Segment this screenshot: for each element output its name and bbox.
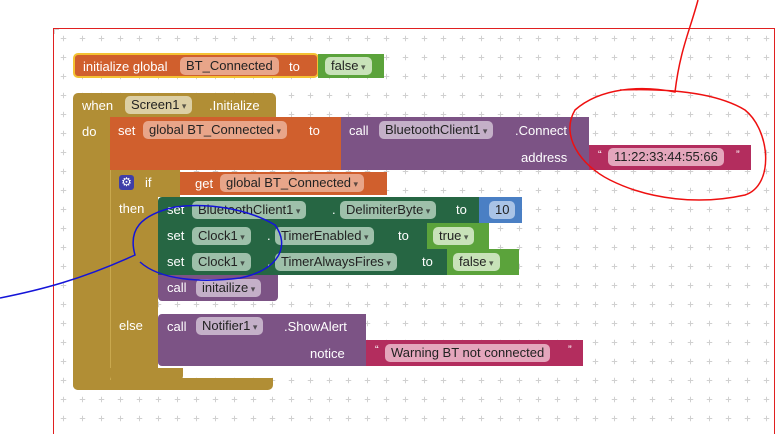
get-global-block[interactable]: get global BT_Connected [180,172,387,195]
set-label: set [167,254,185,269]
boolean-dropdown[interactable]: false [325,57,372,75]
property-dropdown[interactable]: DelimiterByte [340,201,437,219]
event-name: .Initialize [209,98,260,113]
number-field[interactable]: 10 [489,201,516,219]
if-label: if [145,175,152,190]
initialize-global-block[interactable]: initialize global BT_Connected to [73,53,319,78]
to-label: to [398,228,409,243]
screen-initialize-event[interactable]: when Screen1 .Initialize [73,93,276,118]
address-text-block[interactable]: “ 11:22:33:44:55:66 ” [589,145,751,170]
quote-open: “ [598,149,602,161]
false-block[interactable]: false [318,54,384,78]
red-circle-annotation [569,0,767,201]
notice-text-block[interactable]: “ Warning BT not connected ” [366,340,583,366]
true-block[interactable]: true [427,223,489,249]
notice-label: notice [310,346,345,361]
to-label: to [309,123,320,138]
event-do-column: do [73,117,110,390]
notifier-show-alert-call[interactable]: call Notifier1 .ShowAlert notice [158,314,366,366]
bt-component-dropdown[interactable]: BluetoothClient1 [379,121,494,139]
to-label: to [456,202,467,217]
set-timer-always-fires-block[interactable]: set Clock1 . TimerAlwaysFires to [158,249,448,275]
call-initialize-block[interactable]: call initailize [158,275,278,301]
get-label: get [195,176,214,191]
call-label: call [349,123,369,138]
address-text-field[interactable]: 11:22:33:44:55:66 [608,148,724,166]
set-label: set [167,228,185,243]
blue-circle-annotation [0,204,283,299]
quote-close: ” [736,149,740,161]
dot: . [332,202,336,217]
set-timer-enabled-block[interactable]: set Clock1 . TimerEnabled to [158,223,428,249]
call-label: call [167,319,187,334]
gear-icon[interactable]: ⚙ [119,175,134,190]
component-dropdown[interactable]: Screen1 [125,96,193,114]
global-var-dropdown[interactable]: global BT_Connected [143,121,288,139]
if-column: then else [110,196,158,380]
number-block[interactable]: 10 [479,197,522,223]
quote-open: “ [375,344,379,356]
if-bottom [110,368,183,380]
set-global-block[interactable]: set global BT_Connected to [110,117,342,170]
component-dropdown[interactable]: Clock1 [192,253,251,271]
var-name-field[interactable]: BT_Connected [180,57,279,75]
set-label: set [118,123,136,138]
procedure-dropdown[interactable]: initailize [196,279,262,297]
to-label: to [289,59,300,74]
dot: . [267,228,271,243]
boolean-dropdown[interactable]: true [433,227,475,245]
when-label: when [82,98,114,113]
component-dropdown[interactable]: BluetoothClient1 [192,201,307,219]
to-label: to [422,254,433,269]
if-block[interactable]: ⚙ if [110,170,180,197]
event-bottom [73,378,273,390]
quote-close: ” [568,344,572,356]
do-label: do [82,124,97,139]
property-dropdown[interactable]: TimerAlwaysFires [275,253,397,271]
then-label: then [119,201,145,216]
property-dropdown[interactable]: TimerEnabled [275,227,375,245]
init-label: initialize global [83,59,168,74]
else-label: else [119,318,143,333]
get-var-dropdown[interactable]: global BT_Connected [220,174,365,192]
notice-text-field[interactable]: Warning BT not connected [385,344,551,362]
set-delimiter-block[interactable]: set BluetoothClient1 . DelimiterByte to [158,197,480,223]
boolean-dropdown[interactable]: false [453,253,500,271]
method-name: .ShowAlert [284,319,347,334]
notifier-dropdown[interactable]: Notifier1 [196,317,264,335]
address-label: address [521,150,568,165]
method-name: .Connect [515,123,568,138]
call-label: call [167,280,187,295]
component-dropdown[interactable]: Clock1 [192,227,251,245]
dot: . [267,254,271,269]
bluetooth-connect-call[interactable]: call BluetoothClient1 .Connect address [341,117,589,170]
false-block[interactable]: false [447,249,519,275]
